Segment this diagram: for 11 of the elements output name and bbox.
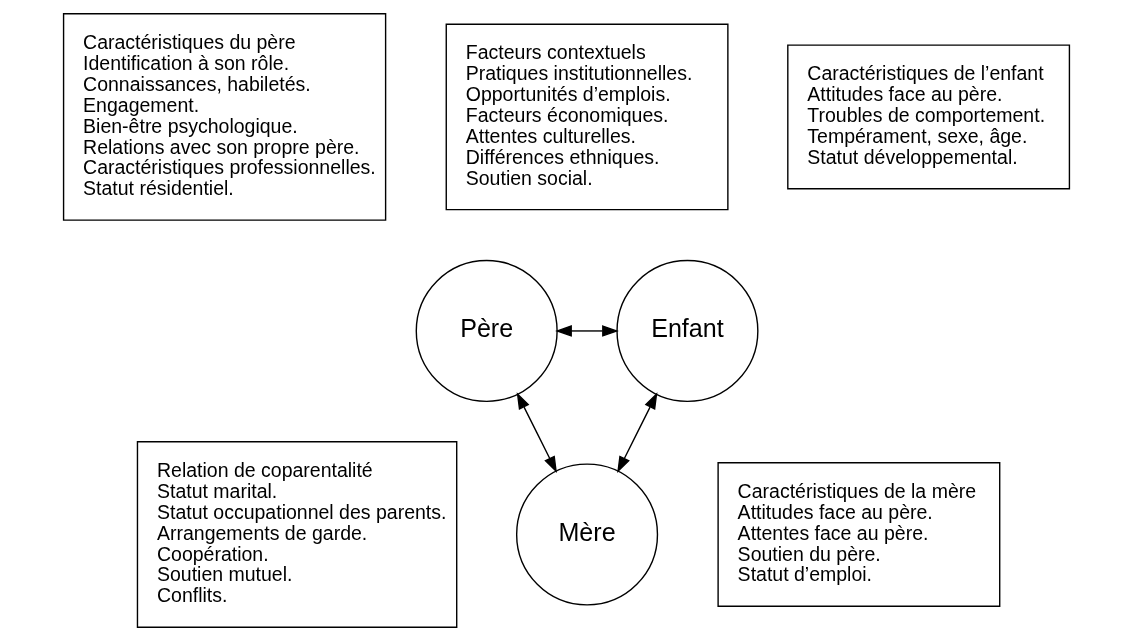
- node-box: Caractéristiques de la mère Attitudes face au père. Attentes face au père. Soutien du père. Statut d’emploi.: [717, 462, 1001, 607]
- node-circle: Enfant: [616, 259, 759, 403]
- node-box: Caractéristiques de l’enfant Attitudes face au père. Troubles de comportement. Tempérament, sexe, âge. Statut développemental.: [787, 44, 1071, 190]
- arrow: [617, 392, 658, 473]
- arrow: [555, 325, 619, 337]
- node-circle: Père: [415, 259, 558, 403]
- node-circle: Mère: [515, 463, 659, 606]
- node-box: Caractéristiques du père Identification à son rôle. Connaissances, habiletés. Engagement. Bien-être psychologique. Relations avec son propre père. Caractéristiques professionnelles. Statut résidentiel.: [62, 13, 387, 221]
- node-box: Facteurs contextuels Pratiques institutionnelles. Opportunités d’emplois. Facteurs économiques. Attentes culturelles. Différences ethniques. Soutien social.: [445, 23, 729, 211]
- arrow: [516, 392, 557, 473]
- node-box: Relation de coparentalité Statut marital. Statut occupationnel des parents. Arrangements de garde. Coopération. Soutien mutuel. Conflits.: [136, 441, 458, 628]
